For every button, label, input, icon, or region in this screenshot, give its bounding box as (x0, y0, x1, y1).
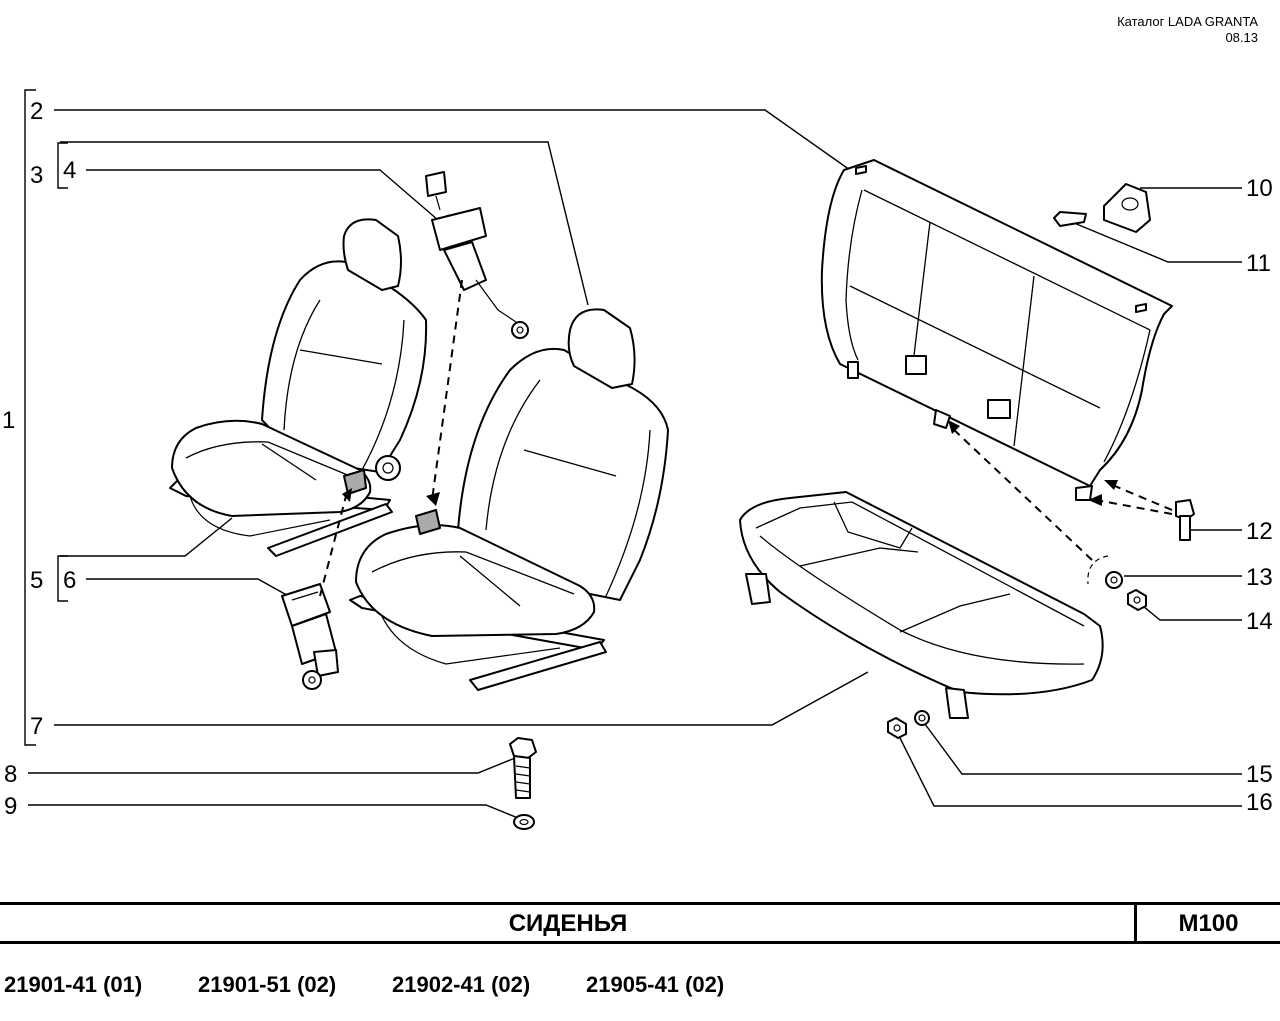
callout-14: 14 (1246, 608, 1273, 635)
callout-labels: 1 2 3 4 5 6 7 8 9 10 11 12 13 14 15 16 (2, 98, 1273, 820)
hardware-parts (509, 183, 1195, 830)
callout-8: 8 (4, 761, 17, 788)
callout-2: 2 (30, 98, 43, 125)
rear-seat-backrest (820, 159, 1173, 501)
callout-6: 6 (63, 567, 76, 594)
assembly-arrows (319, 279, 1173, 597)
callout-10: 10 (1246, 175, 1273, 202)
section-code: M100 (1178, 910, 1239, 937)
model-item: 21902-41 (02) (392, 972, 531, 997)
callout-11: 11 (1246, 250, 1271, 277)
catalog-date: 08.13 (1225, 30, 1258, 45)
callout-13: 13 (1246, 564, 1273, 591)
seat-belt-buckle-upper (425, 171, 529, 339)
callout-1: 1 (2, 407, 15, 434)
catalog-name: Каталог LADA GRANTA (1117, 14, 1258, 29)
section-title-bar: СИДЕНЬЯ M100 (0, 902, 1280, 944)
callout-9: 9 (4, 793, 17, 820)
seat-belt-buckle-lower (281, 583, 339, 690)
catalog-header: Каталог LADA GRANTA 08.13 (1117, 14, 1258, 46)
seats-exploded-diagram: 1 2 3 4 5 6 7 8 9 10 11 12 13 14 15 16 (2, 89, 1273, 830)
model-item: 21905-41 (02) (586, 972, 725, 997)
callout-4: 4 (63, 157, 76, 184)
left-front-seat (169, 218, 428, 557)
section-title: СИДЕНЬЯ (508, 910, 628, 937)
title-divider (1134, 905, 1137, 941)
model-item: 21901-51 (02) (198, 972, 337, 997)
callout-15: 15 (1246, 761, 1273, 788)
callout-12: 12 (1246, 518, 1273, 545)
rear-seat-cushion (739, 491, 1104, 719)
callout-3: 3 (30, 162, 43, 189)
model-list: 21901-41 (01) 21901-51 (02) 21902-41 (02… (0, 970, 1280, 1002)
right-front-seat (349, 308, 669, 691)
callout-7: 7 (30, 713, 43, 740)
leader-lines (24, 89, 1242, 819)
callout-5: 5 (30, 567, 43, 594)
callout-16: 16 (1246, 789, 1273, 816)
model-item: 21901-41 (01) (4, 972, 143, 997)
